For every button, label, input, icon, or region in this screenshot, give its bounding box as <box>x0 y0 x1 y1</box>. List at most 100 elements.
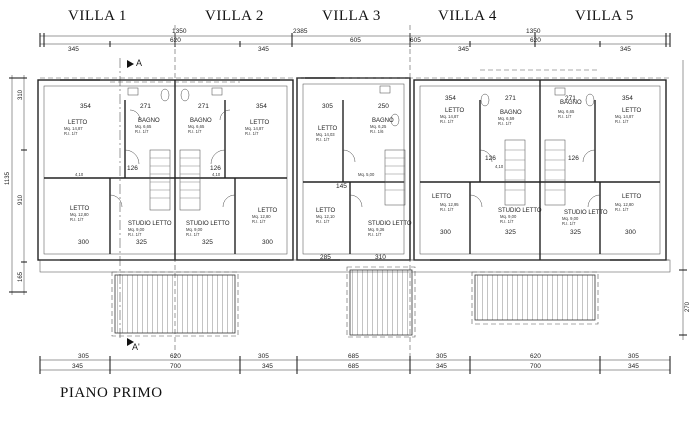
dim-126: 126 <box>568 155 579 162</box>
dim-300: 300 <box>625 229 636 236</box>
room-ri: R.I. 1/7 <box>368 232 382 237</box>
dim-bottom-305: 305 <box>78 353 89 360</box>
room-name: LETTO <box>258 208 278 214</box>
villa-5-label: VILLA 5 <box>575 8 634 24</box>
room-name: LETTO <box>432 194 452 200</box>
room-name: LETTO <box>318 126 338 132</box>
room-name: LETTO <box>68 120 88 126</box>
dim-left-165: 165 <box>18 271 24 282</box>
dim-bottom-305: 305 <box>436 353 447 360</box>
dim-300: 300 <box>440 229 451 236</box>
dim-top-345-3: 345 <box>458 46 469 53</box>
room-ri: R.I. 1/7 <box>245 131 259 136</box>
dim-top-1350-left: 1350 <box>172 28 187 35</box>
door-swings <box>109 109 601 208</box>
room-name: BAGNO <box>500 110 522 116</box>
room-area: Mq. 14,87 <box>64 126 83 131</box>
room-dim: 271 <box>140 103 151 110</box>
room-ri: R.I. 1/7 <box>64 131 78 136</box>
dim-bottom-685: 685 <box>348 363 359 370</box>
room-name: BAGNO <box>190 118 212 124</box>
dim-top-605-b: 605 <box>410 37 421 44</box>
room-ri: R.I. 1/7 <box>128 232 142 237</box>
dim-top-620-right: 620 <box>530 37 541 44</box>
room-name: LETTO <box>250 120 270 126</box>
room-name: STUDIO LETTO <box>128 221 172 227</box>
room-name: BAGNO <box>372 118 394 124</box>
room-dim: 354 <box>256 103 267 110</box>
villa-3-rooms: 305 LETTO Mq. 14,03 R.I. 1/7 250 BAGNO M… <box>316 103 412 237</box>
room-ri: R.I. 1/7 <box>440 207 454 212</box>
dim-325: 325 <box>505 229 516 236</box>
room-ri: R.I. 1/7 <box>562 221 576 226</box>
villa-1-rooms: 354 LETTO Mq. 14,87 R.I. 1/7 271 BAGNO M… <box>64 103 172 237</box>
room-ri: R.I. 1/7 <box>615 207 629 212</box>
dim-bottom-305: 305 <box>628 353 639 360</box>
section-mark-a-prime: A' <box>132 342 140 352</box>
dim-left-910: 910 <box>18 194 24 205</box>
room-area: Mq. 6,59 <box>498 116 515 121</box>
dim-410: 4,10 <box>212 172 221 177</box>
top-dimensions: 1350 2385 1350 620 605 605 620 345 345 3… <box>39 28 671 53</box>
dim-left-310: 310 <box>18 89 24 100</box>
room-name: STUDIO LETTO <box>368 221 412 227</box>
dim-300: 300 <box>78 239 89 246</box>
bottom-dimensions: 305 620 305 685 305 620 305 345 700 345 … <box>39 353 671 374</box>
dim-410: 4,10 <box>75 172 84 177</box>
dim-top-2385: 2385 <box>293 28 308 35</box>
room-name: LETTO <box>622 108 642 114</box>
room-area: Mq. 12,80 <box>70 212 89 217</box>
dim-bottom-305: 305 <box>258 353 269 360</box>
dim-310: 310 <box>375 254 386 261</box>
room-area: Mq. 12,80 <box>615 202 634 207</box>
room-name: STUDIO LETTO <box>564 210 608 216</box>
room-dim: 354 <box>80 103 91 110</box>
plan-title: PIANO PRIMO <box>60 385 163 401</box>
room-area: Mq. 9,00 <box>500 214 517 219</box>
room-ri: R.I. 1/6 <box>370 129 384 134</box>
dim-300: 300 <box>262 239 273 246</box>
room-area: Mq. 6,65 <box>558 109 575 114</box>
right-dimensions: 270 <box>679 60 691 340</box>
dim-top-605-a: 605 <box>350 37 361 44</box>
dim-top-345-2: 345 <box>258 46 269 53</box>
dim-bottom-620: 620 <box>530 353 541 360</box>
room-area: Mq. 9,00 <box>128 227 145 232</box>
dim-145: 145 <box>336 183 347 190</box>
room-area: Mq. 5,00 <box>358 172 375 177</box>
dim-325: 325 <box>570 229 581 236</box>
room-ri: R.I. 1/7 <box>498 121 512 126</box>
room-ri: R.I. 1/7 <box>440 119 454 124</box>
dim-bottom-700: 700 <box>530 363 541 370</box>
dim-bottom-345: 345 <box>262 363 273 370</box>
room-dim: 354 <box>622 95 633 102</box>
dim-325: 325 <box>136 239 147 246</box>
dim-325: 325 <box>202 239 213 246</box>
dim-285: 285 <box>320 254 331 261</box>
room-name: LETTO <box>70 206 90 212</box>
room-dim: 305 <box>322 103 333 110</box>
room-area: Mq. 9,36 <box>368 227 385 232</box>
room-area: Mq. 6,65 <box>135 124 152 129</box>
dim-bottom-700: 700 <box>170 363 181 370</box>
room-ri: R.I. 1/7 <box>558 114 572 119</box>
dim-bottom-620: 620 <box>170 353 181 360</box>
villa-4-rooms: 354 LETTO Mq. 14,87 R.I. 1/7 271 BAGNO M… <box>432 95 542 224</box>
room-dim: 250 <box>378 103 389 110</box>
dim-410: 4,10 <box>495 164 504 169</box>
room-area: Mq. 14,03 <box>316 132 335 137</box>
room-dim: 354 <box>445 95 456 102</box>
room-ri: R.I. 1/7 <box>188 129 202 134</box>
villa-4-label: VILLA 4 <box>438 8 497 24</box>
room-area: Mq. 14,87 <box>615 114 634 119</box>
dim-bottom-685: 685 <box>348 353 359 360</box>
room-ri: R.I. 1/7 <box>252 219 266 224</box>
room-ri: R.I. 1/7 <box>70 217 84 222</box>
room-area: Mq. 14,87 <box>245 126 264 131</box>
dim-bottom-345: 345 <box>72 363 83 370</box>
room-area: Mq. 12,95 <box>440 202 459 207</box>
villa-2-rooms: 271 BAGNO Mq. 6,65 R.I. 1/7 354 LETTO Mq… <box>186 103 278 237</box>
dim-bottom-345: 345 <box>436 363 447 370</box>
room-name: LETTO <box>622 194 642 200</box>
